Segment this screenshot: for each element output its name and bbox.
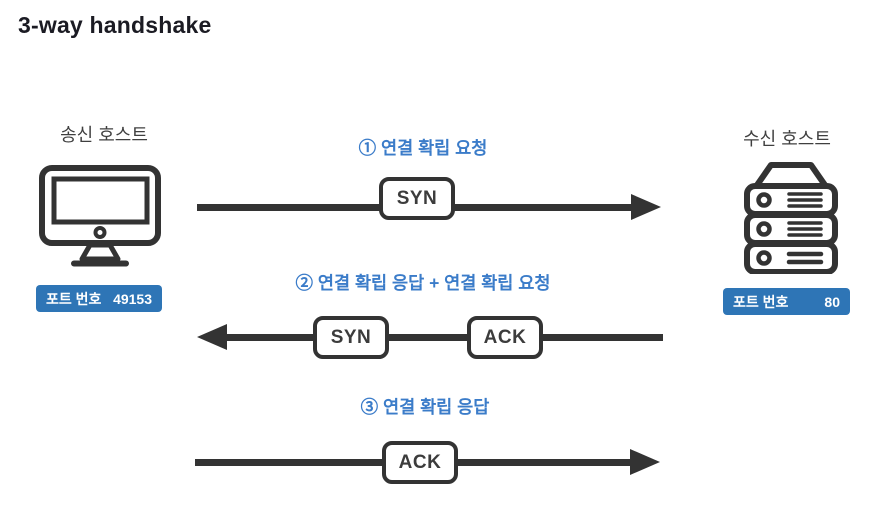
receiver-port-value: 80: [824, 293, 840, 310]
receiver-port-badge: 포트 번호 80: [723, 288, 850, 315]
receiver-host-label: 수신 호스트: [743, 129, 831, 149]
step3-arrowhead-right-icon: [630, 449, 660, 475]
step3-label: ③ 연결 확립 응답: [360, 397, 490, 417]
step1-label: ① 연결 확립 요청: [358, 138, 488, 158]
step2-label: ② 연결 확립 응답 + 연결 확립 요청: [295, 273, 551, 293]
sender-port-value: 49153: [113, 290, 152, 307]
step1-arrowhead-right-icon: [631, 194, 661, 220]
step2-ack-box: ACK: [467, 316, 543, 359]
sender-port-label: 포트 번호: [46, 290, 102, 307]
desktop-computer-icon: [39, 165, 161, 267]
step3-ack-box: ACK: [382, 441, 458, 484]
server-stack-icon: [744, 162, 838, 274]
step2-syn-box: SYN: [313, 316, 389, 359]
sender-port-badge: 포트 번호 49153: [36, 285, 162, 312]
step2-arrowhead-left-icon: [197, 324, 227, 350]
step2-arrow-line: [224, 334, 663, 341]
step1-syn-box: SYN: [379, 177, 455, 220]
sender-host-label: 송신 호스트: [60, 125, 148, 145]
receiver-port-label: 포트 번호: [733, 293, 789, 310]
page-title: 3-way handshake: [18, 12, 212, 38]
